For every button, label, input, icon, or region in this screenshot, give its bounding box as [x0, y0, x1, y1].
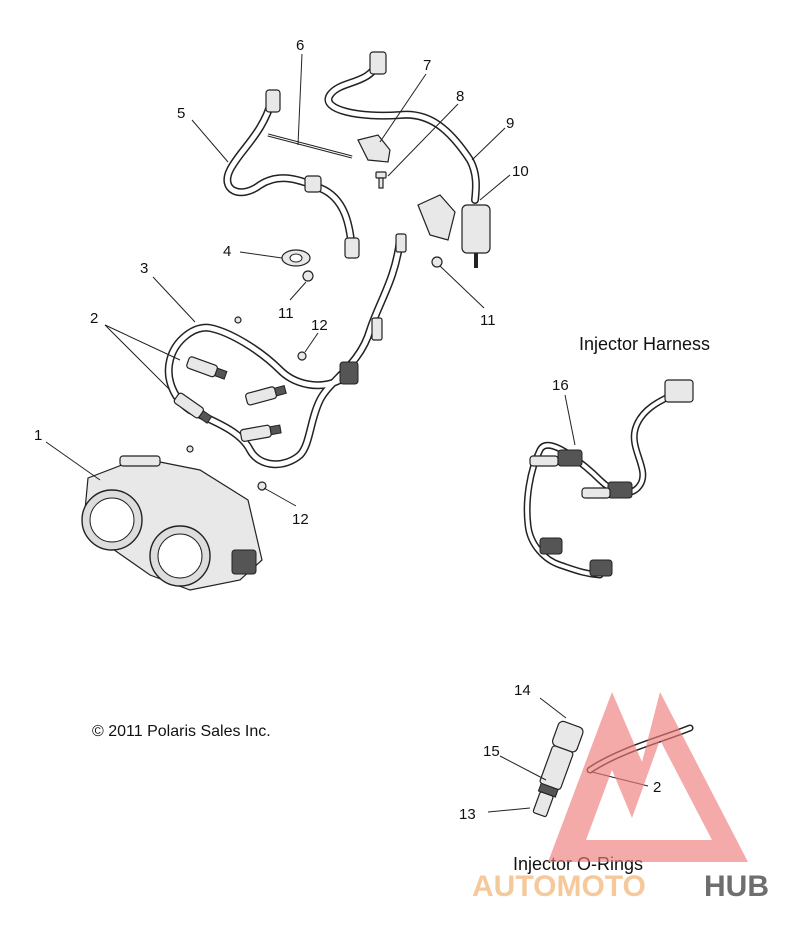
screw-11-right: [431, 256, 443, 268]
callout-4: 4: [223, 243, 231, 260]
hose-fitting-top: [265, 89, 281, 113]
watermark-logo: AUTOMOTO HUB: [472, 692, 769, 903]
callout-12: 12: [292, 511, 309, 528]
screw-small-a: [234, 316, 242, 324]
callout-2: 2: [653, 779, 661, 796]
callout-9: 9: [506, 115, 514, 132]
fuel-hose-5: [223, 89, 360, 259]
callout-14: 14: [514, 682, 531, 699]
screw-12-upper: [297, 351, 307, 361]
callout-6: 6: [296, 37, 304, 54]
watermark-text-part2: HUB: [704, 870, 769, 903]
copyright-notice: © 2011 Polaris Sales Inc.: [92, 723, 271, 740]
fuel-rail-3: [164, 233, 407, 469]
throttle-body-1: [81, 455, 263, 591]
hose-connector: [304, 175, 322, 193]
hose-9-fitting: [369, 51, 387, 75]
callout-7: 7: [423, 57, 431, 74]
watermark-triangle-icon: [548, 692, 748, 862]
watermark-text-part1: AUTOMOTO: [472, 870, 646, 903]
callout-1: 1: [34, 427, 42, 444]
callout-3: 3: [140, 260, 148, 277]
callout-numbers: 1 2 3 4 5 6 7 8 9 10 11 11 12 12 13 14 1…: [34, 37, 661, 823]
callout-11: 11: [480, 312, 496, 329]
callout-8: 8: [456, 88, 464, 105]
injector-harness-heading: Injector Harness: [579, 334, 710, 354]
screw-11-left: [302, 270, 314, 282]
callout-13: 13: [459, 806, 476, 823]
clamp-4: [281, 249, 311, 267]
callout-2: 2: [90, 310, 98, 327]
clip-7: [357, 134, 391, 163]
callout-11: 11: [278, 305, 294, 322]
callout-16: 16: [552, 377, 569, 394]
callout-15: 15: [483, 743, 500, 760]
callout-5: 5: [177, 105, 185, 122]
bolt-8: [375, 171, 387, 189]
injector-harness-16: [523, 379, 694, 579]
screw-small-b: [186, 445, 194, 453]
hose-fitting-bottom: [344, 237, 360, 259]
fuel-injectors: [173, 356, 287, 442]
fuel-hose-9: [324, 51, 480, 204]
leader-lines: [45, 53, 649, 813]
fuel-filter-10: [417, 194, 491, 268]
callout-10: 10: [512, 163, 529, 180]
cable-tie-6: [267, 133, 353, 159]
callout-12: 12: [311, 317, 328, 334]
